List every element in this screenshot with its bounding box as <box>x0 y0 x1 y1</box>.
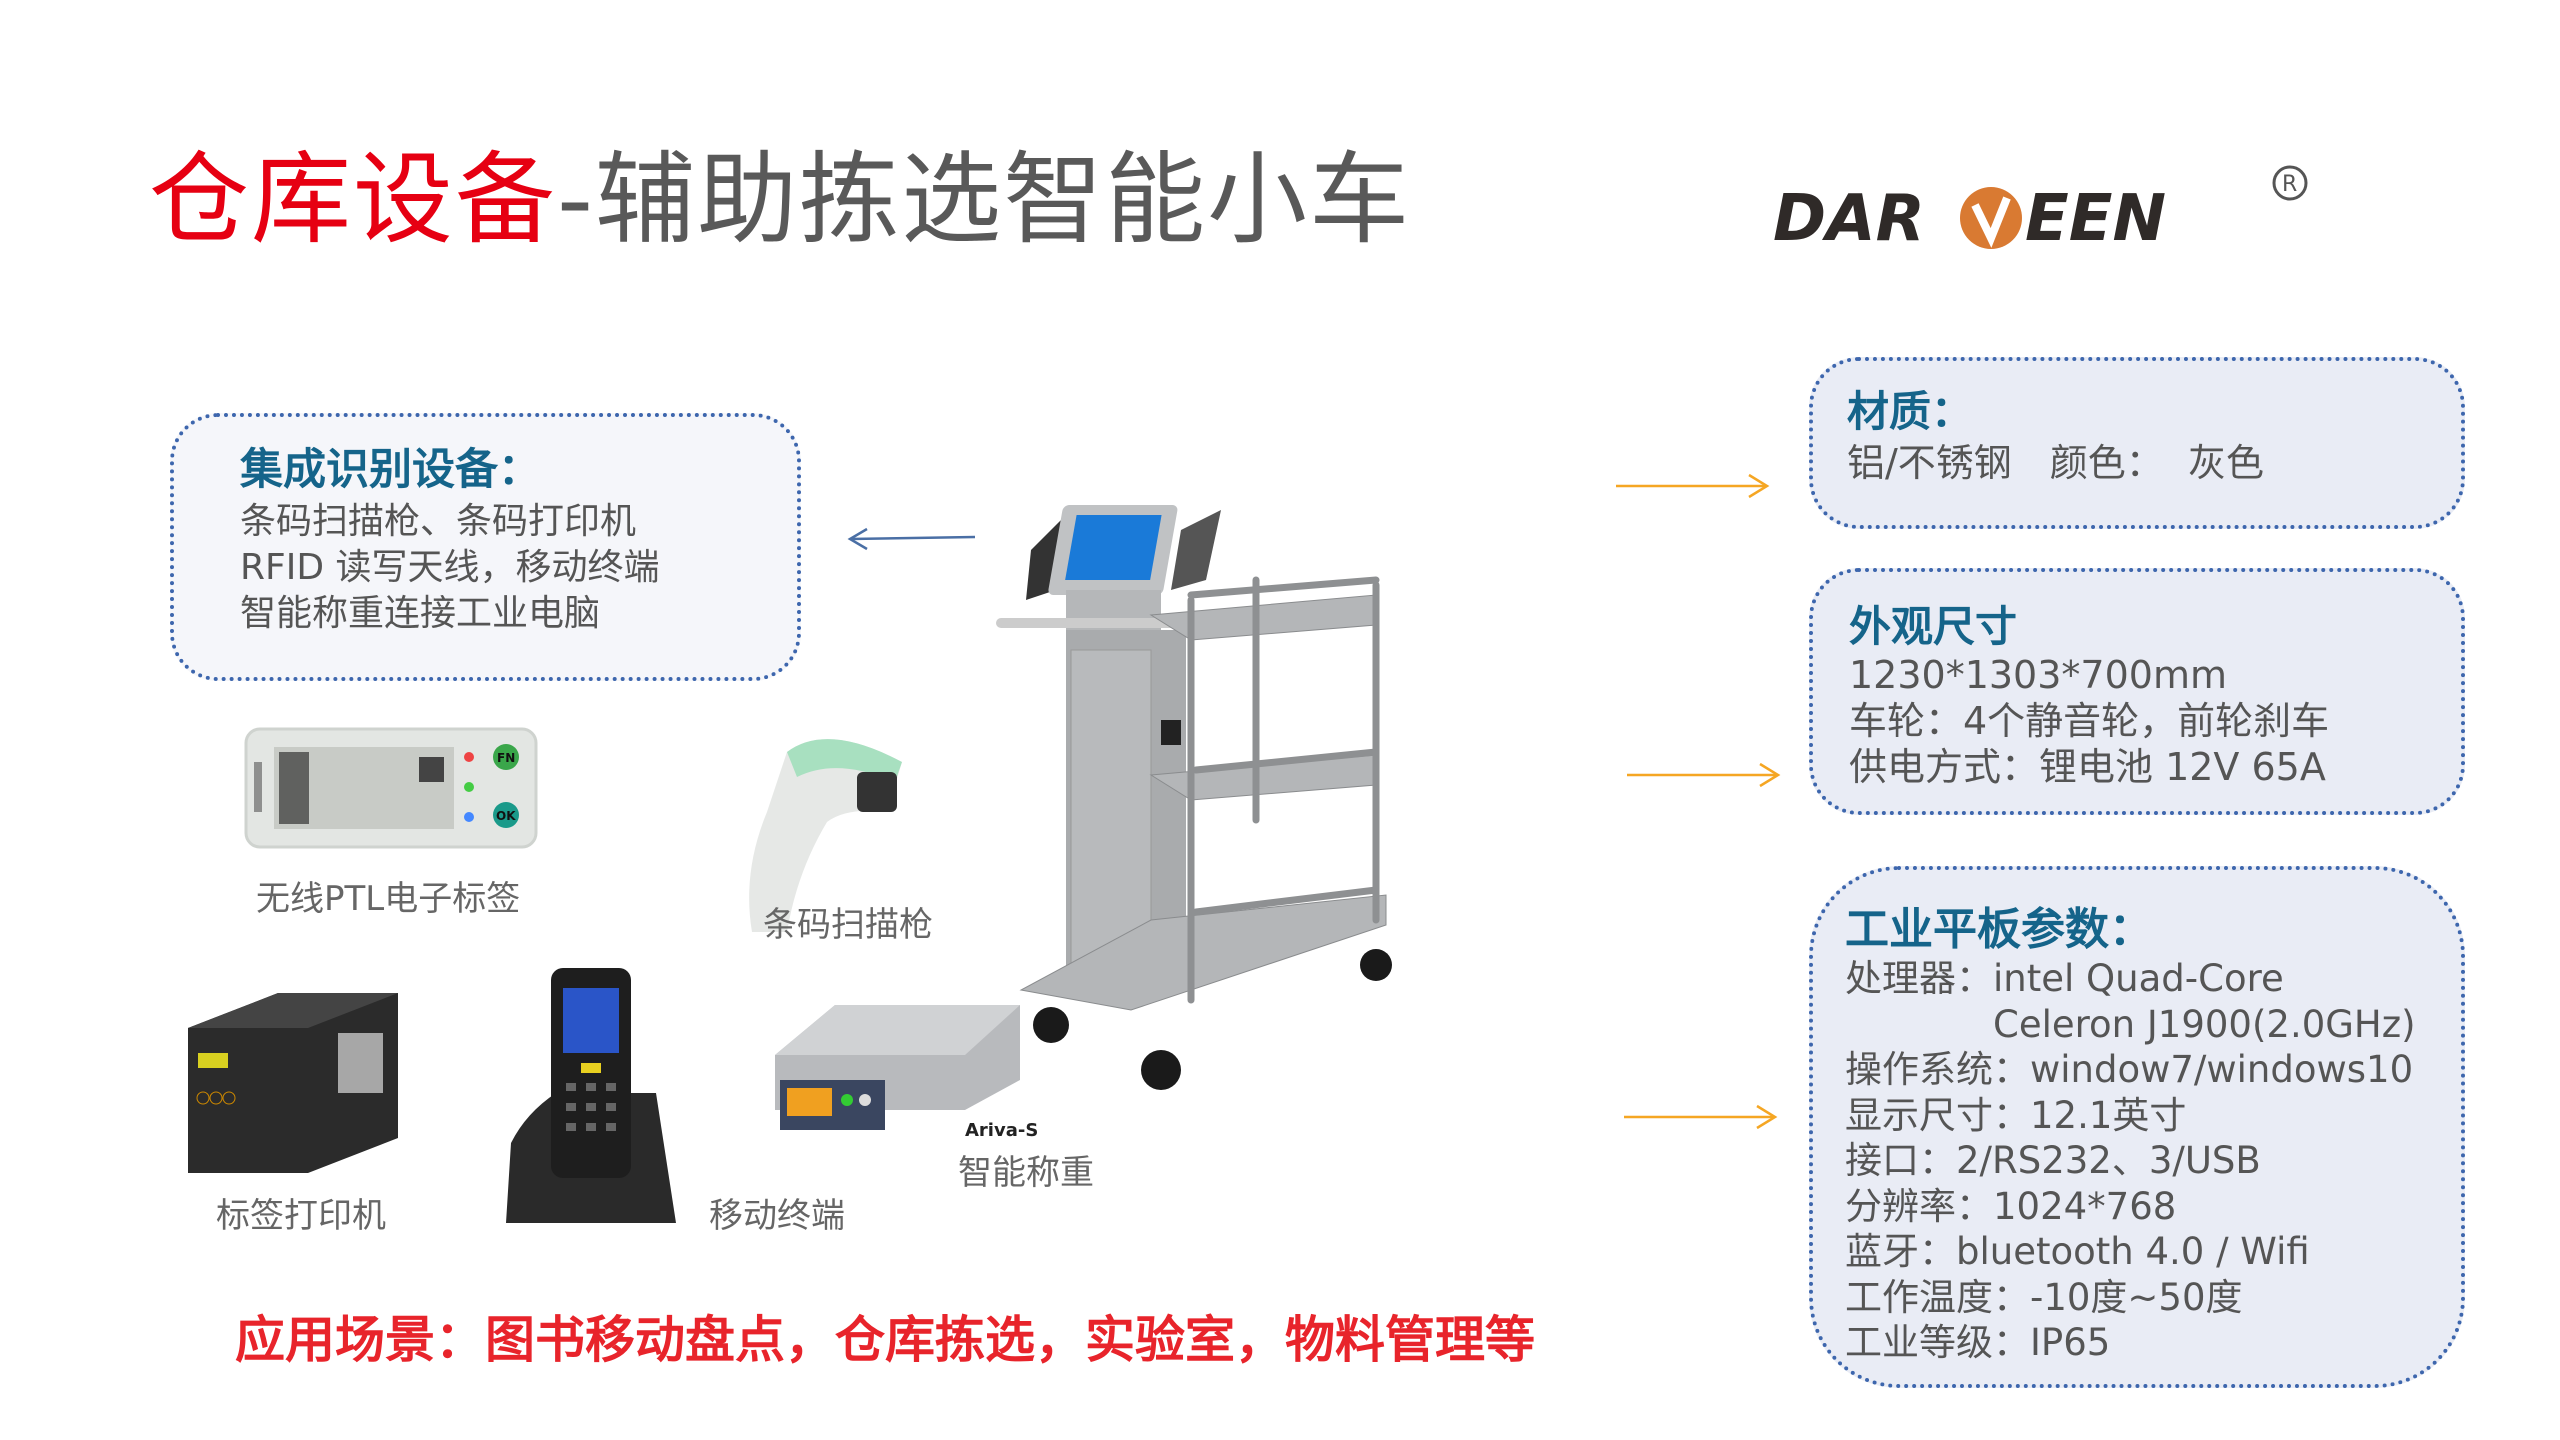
tablet-param-line: 接口：2/RS232、3/USB <box>1845 1139 2261 1182</box>
tablet-param-line: 工业等级：IP65 <box>1845 1321 2111 1364</box>
svg-text:EEN: EEN <box>2025 182 2166 255</box>
page-title: 仓库设备-辅助拣选智能小车 <box>149 140 1411 260</box>
scanner-caption: 条码扫描枪 <box>763 905 933 945</box>
printer-caption: 标签打印机 <box>216 1196 386 1236</box>
scale-caption: 智能称重 <box>958 1153 1094 1193</box>
size-line: 车轮：4个静音轮，前轮刹车 <box>1849 699 2330 743</box>
arrow-right-icon <box>1616 473 1770 499</box>
mobile-terminal-image <box>496 963 686 1247</box>
integrated-devices-line: RFID 读写天线，移动终端 <box>240 547 660 588</box>
tablet-param-line: 蓝牙：bluetooth 4.0 / Wifi <box>1845 1230 2310 1273</box>
integrated-devices-line: 条码扫描枪、条码打印机 <box>240 501 637 542</box>
tablet-param-line: 操作系统：window7/windows10 <box>1845 1048 2414 1091</box>
tablet-param-line: 显示尺寸：12.1英寸 <box>1845 1093 2187 1137</box>
application-scenarios: 应用场景：图书移动盘点，仓库拣选，实验室，物料管理等 <box>235 1311 1535 1369</box>
picking-cart-image <box>991 490 1631 1104</box>
arrow-right-icon <box>1627 762 1781 788</box>
ptl-caption: 无线PTL电子标签 <box>256 879 521 919</box>
integrated-devices-box: 集成识别设备： 条码扫描枪、条码打印机 RFID 读写天线，移动终端 智能称重连… <box>170 413 801 681</box>
material-box: 材质： 铝/不锈钢 颜色： 灰色 <box>1809 357 2465 529</box>
tablet-params-box: 工业平板参数： 处理器：intel Quad-Core Celeron J190… <box>1809 866 2465 1388</box>
ptl-fn-button-label: FN <box>497 751 515 765</box>
tablet-param-line: Celeron J1900(2.0GHz) <box>1993 1002 2416 1046</box>
page-title-red: 仓库设备 <box>149 141 557 258</box>
barcode-scanner-image <box>727 722 917 946</box>
svg-text:R: R <box>2282 172 2297 197</box>
size-line: 1230*1303*700mm <box>1849 653 2227 697</box>
ptl-tag-image: FN OK <box>244 727 539 856</box>
tablet-param-line: 分辨率：1024*768 <box>1845 1184 2177 1228</box>
label-printer-image <box>178 988 403 1180</box>
material-line: 铝/不锈钢 颜色： 灰色 <box>1847 441 2264 485</box>
size-line: 供电方式：锂电池 12V 65A <box>1849 745 2326 789</box>
size-box: 外观尺寸 1230*1303*700mm 车轮：4个静音轮，前轮刹车 供电方式：… <box>1809 568 2465 815</box>
ptl-ok-button-label: OK <box>496 809 516 823</box>
integrated-devices-line: 智能称重连接工业电脑 <box>240 593 601 634</box>
tablet-param-line: 处理器：intel Quad-Core <box>1845 957 2284 1000</box>
tablet-param-line: 工作温度：-10度~50度 <box>1845 1275 2243 1319</box>
page-title-gray: -辅助拣选智能小车 <box>557 141 1412 258</box>
arrow-left-icon <box>847 527 976 551</box>
smart-scale-image <box>765 1000 1030 1149</box>
arrow-right-icon <box>1624 1104 1778 1130</box>
scale-model-label: Ariva-S <box>965 1120 1039 1141</box>
tablet-params-heading: 工业平板参数： <box>1845 904 2153 955</box>
svg-text:DAR: DAR <box>1773 182 1925 255</box>
darveen-logo: DAR EEN R <box>1773 160 2318 256</box>
material-heading: 材质： <box>1847 387 1974 436</box>
size-heading: 外观尺寸 <box>1849 602 2018 651</box>
mobile-caption: 移动终端 <box>709 1196 845 1236</box>
integrated-devices-heading: 集成识别设备： <box>240 445 541 495</box>
